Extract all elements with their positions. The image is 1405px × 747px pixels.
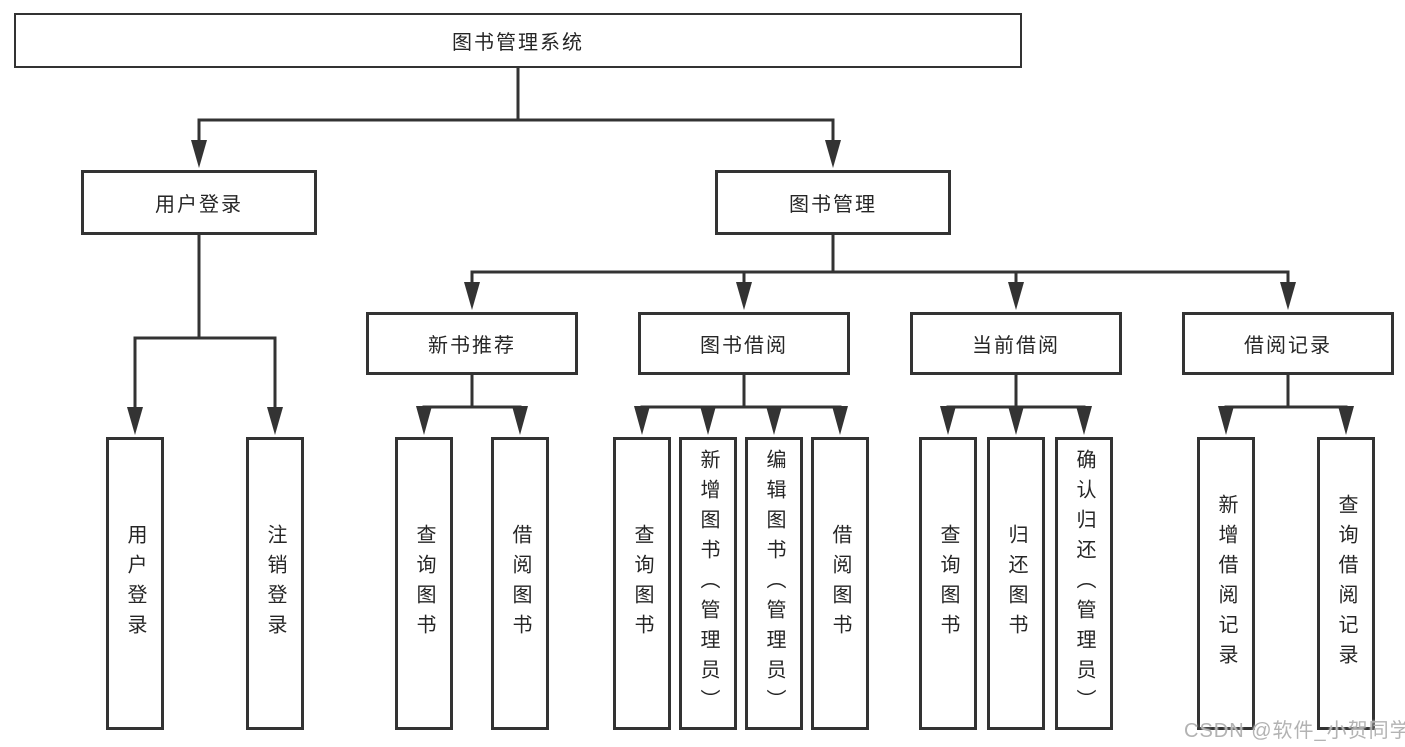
leaf-label: 确认归还（管理员）: [1073, 448, 1095, 719]
leaf-query-books-recommend: 查询图书: [395, 437, 453, 730]
node-label: 图书借阅: [700, 335, 788, 357]
leaf-user-login: 用户登录: [106, 437, 164, 730]
node-label: 新书推荐: [428, 335, 516, 357]
leaf-label: 查询图书: [937, 523, 959, 644]
leaf-return-books: 归还图书: [987, 437, 1045, 730]
arrow-down-icon: [1008, 282, 1024, 310]
arrow-down-icon: [1076, 406, 1092, 435]
leaf-query-borrow-record: 查询借阅记录: [1317, 437, 1375, 730]
node-new-book-recommend: 新书推荐: [366, 312, 578, 375]
node-user-login: 用户登录: [81, 170, 317, 235]
arrow-down-icon: [940, 406, 956, 435]
connector-book-management-to-level3: [470, 233, 1290, 286]
arrow-down-icon: [464, 282, 480, 310]
leaf-label: 用户登录: [124, 523, 146, 644]
connector-root-to-level2: [197, 66, 835, 144]
leaf-confirm-return-admin: 确认归还（管理员）: [1055, 437, 1113, 730]
leaf-borrow-books: 借阅图书: [811, 437, 869, 730]
node-book-management: 图书管理: [715, 170, 951, 235]
connector-user-login-children: [133, 233, 277, 411]
arrow-down-icon: [127, 407, 143, 435]
node-book-borrow: 图书借阅: [638, 312, 850, 375]
arrow-down-icon: [1218, 406, 1234, 435]
node-borrow-records: 借阅记录: [1182, 312, 1394, 375]
leaf-label: 注销登录: [264, 523, 286, 644]
node-label: 借阅记录: [1244, 335, 1332, 357]
arrow-down-icon: [1338, 406, 1354, 435]
node-label: 当前借阅: [972, 335, 1060, 357]
connector-new-book-recommend-children: [422, 373, 522, 409]
node-root-label: 图书管理系统: [452, 32, 584, 54]
arrow-down-icon: [416, 406, 432, 435]
arrow-down-icon: [700, 406, 716, 435]
arrow-down-icon: [832, 406, 848, 435]
leaf-borrow-books-recommend: 借阅图书: [491, 437, 549, 730]
leaf-label: 新增图书（管理员）: [697, 448, 719, 719]
arrow-down-icon: [634, 406, 650, 435]
leaf-edit-books-admin: 编辑图书（管理员）: [745, 437, 803, 730]
arrowheads: [127, 140, 1354, 435]
arrow-down-icon: [512, 406, 528, 435]
node-label: 图书管理: [789, 194, 877, 216]
leaf-add-books-admin: 新增图书（管理员）: [679, 437, 737, 730]
connector-borrow-records-children: [1224, 373, 1348, 409]
arrow-down-icon: [1280, 282, 1296, 310]
leaf-label: 借阅图书: [509, 523, 531, 644]
connector-book-borrow-children: [640, 373, 842, 409]
arrow-down-icon: [191, 140, 207, 168]
arrow-down-icon: [736, 282, 752, 310]
leaf-label: 归还图书: [1005, 523, 1027, 644]
leaf-logout: 注销登录: [246, 437, 304, 730]
arrow-down-icon: [267, 407, 283, 435]
arrow-down-icon: [1008, 406, 1024, 435]
arrow-down-icon: [825, 140, 841, 168]
leaf-label: 查询图书: [631, 523, 653, 644]
leaf-label: 新增借阅记录: [1215, 493, 1237, 674]
leaf-query-books-current: 查询图书: [919, 437, 977, 730]
arrow-down-icon: [766, 406, 782, 435]
leaf-query-books-borrow: 查询图书: [613, 437, 671, 730]
leaf-label: 编辑图书（管理员）: [763, 448, 785, 719]
csdn-watermark: CSDN @软件_小贺同学: [1184, 720, 1405, 742]
leaf-label: 查询图书: [413, 523, 435, 644]
node-label: 用户登录: [155, 194, 243, 216]
leaf-add-borrow-record: 新增借阅记录: [1197, 437, 1255, 730]
node-root: 图书管理系统: [14, 13, 1022, 68]
leaf-label: 借阅图书: [829, 523, 851, 644]
leaf-label: 查询借阅记录: [1335, 493, 1357, 674]
node-current-borrow: 当前借阅: [910, 312, 1122, 375]
connector-current-borrow-children: [946, 373, 1086, 409]
